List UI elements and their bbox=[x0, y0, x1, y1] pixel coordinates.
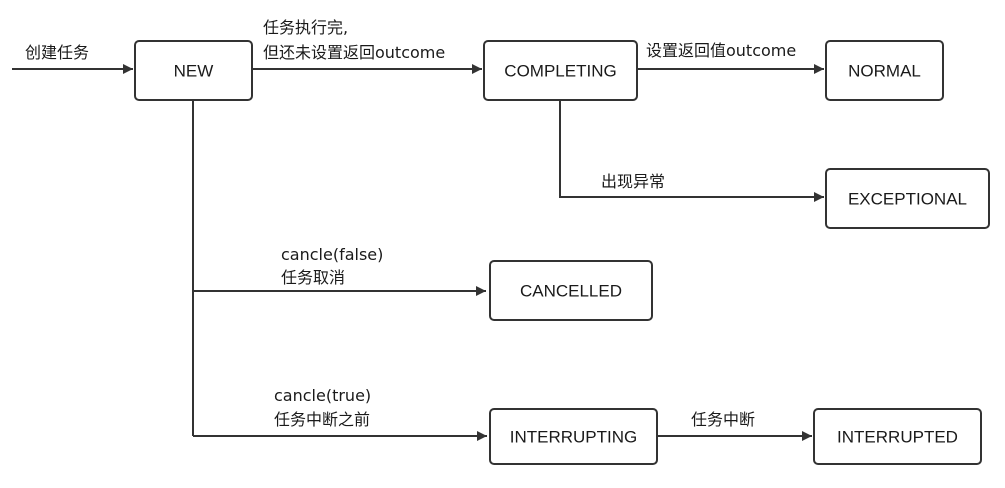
state-normal-label: NORMAL bbox=[848, 62, 921, 81]
state-interrupting-label: INTERRUPTING bbox=[510, 428, 638, 447]
state-cancelled-label: CANCELLED bbox=[520, 282, 622, 301]
edge-label-create: 创建任务 bbox=[25, 43, 89, 62]
state-interrupting: INTERRUPTING bbox=[489, 408, 658, 465]
edge-label-interrupt: 任务中断 bbox=[691, 410, 755, 429]
edge-label-cancel-false-2: 任务取消 bbox=[281, 268, 345, 287]
state-new-label: NEW bbox=[174, 62, 214, 81]
edge-label-task-done-2: 但还未设置返回outcome bbox=[263, 43, 445, 62]
state-exceptional-label: EXCEPTIONAL bbox=[848, 190, 967, 209]
state-interrupted: INTERRUPTED bbox=[813, 408, 982, 465]
edge-label-task-done-1: 任务执行完, bbox=[263, 18, 348, 37]
edge-label-exception: 出现异常 bbox=[601, 172, 665, 191]
state-cancelled: CANCELLED bbox=[489, 260, 653, 321]
edge-completing-to-exceptional bbox=[559, 100, 824, 202]
edge-label-set-outcome: 设置返回值outcome bbox=[646, 41, 796, 60]
state-exceptional: EXCEPTIONAL bbox=[825, 168, 990, 229]
edge-label-cancel-false-1: cancle(false) bbox=[281, 245, 383, 264]
edge-label-cancel-true-1: cancle(true) bbox=[274, 386, 371, 405]
state-new: NEW bbox=[134, 40, 253, 101]
state-completing-label: COMPLETING bbox=[504, 62, 616, 81]
state-completing: COMPLETING bbox=[483, 40, 638, 101]
state-normal: NORMAL bbox=[825, 40, 944, 101]
state-interrupted-label: INTERRUPTED bbox=[837, 428, 958, 447]
edge-label-cancel-true-2: 任务中断之前 bbox=[274, 410, 370, 429]
